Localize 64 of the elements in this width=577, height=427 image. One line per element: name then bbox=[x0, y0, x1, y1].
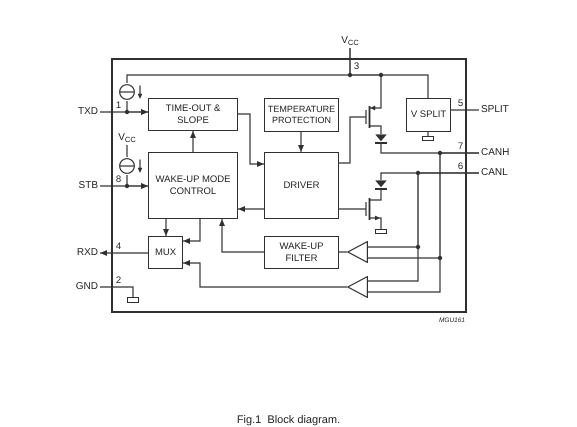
signal-arrow bbox=[126, 175, 148, 189]
wire bbox=[339, 208, 363, 210]
block-text: MUX bbox=[154, 246, 176, 258]
block-text: TEMPERATURE PROTECTION bbox=[266, 104, 336, 126]
comparator-symbol bbox=[347, 276, 368, 298]
function-block bbox=[264, 152, 339, 219]
block-text: TIME-OUT & SLOPE bbox=[164, 103, 222, 126]
pin-number: 1 bbox=[115, 101, 122, 111]
signal-arrow bbox=[183, 260, 347, 288]
ground-symbol bbox=[375, 229, 387, 234]
comparator-symbol bbox=[347, 241, 368, 263]
function-block bbox=[148, 236, 183, 269]
chip-outline bbox=[111, 58, 467, 313]
function-block bbox=[148, 98, 238, 131]
signal-arrow bbox=[238, 206, 264, 212]
figure-caption: Fig.1 Block diagram. bbox=[236, 414, 340, 426]
signal-arrow bbox=[190, 131, 196, 152]
wire bbox=[349, 48, 429, 98]
function-block bbox=[406, 98, 451, 132]
pin-name: CANL bbox=[479, 167, 512, 179]
current-source-symbol bbox=[119, 157, 143, 175]
wire bbox=[126, 145, 128, 157]
pin-number: 5 bbox=[457, 99, 464, 109]
pin-name: RXD bbox=[74, 247, 100, 259]
transistor-symbol bbox=[363, 196, 382, 222]
block-text: V SPLIT bbox=[410, 109, 446, 121]
pin-name: STB bbox=[74, 180, 100, 192]
pin-name: TXD bbox=[74, 106, 100, 118]
pin-number: 6 bbox=[457, 162, 464, 172]
wire bbox=[339, 116, 363, 164]
block-text: DRIVER bbox=[284, 180, 320, 192]
pin-name: GND bbox=[74, 281, 100, 293]
wire bbox=[451, 109, 479, 111]
function-block bbox=[264, 98, 339, 132]
current-source-symbol bbox=[119, 83, 143, 101]
block-text: WAKE-UP FILTER bbox=[278, 241, 324, 264]
block-text: WAKE-UP MODE CONTROL bbox=[154, 174, 232, 197]
signal-arrow bbox=[298, 132, 304, 152]
pin-number: 2 bbox=[115, 276, 122, 286]
diode-symbol bbox=[375, 180, 387, 190]
signal-arrow bbox=[100, 250, 148, 256]
signal-arrow bbox=[163, 219, 169, 236]
transistor-symbol bbox=[363, 104, 382, 130]
supply-label: V$_{CC}$ bbox=[338, 33, 362, 48]
ground-symbol bbox=[127, 297, 139, 303]
pin-number: 8 bbox=[115, 175, 122, 185]
wire bbox=[380, 222, 382, 229]
function-block bbox=[264, 236, 339, 269]
pin-name: SPLIT bbox=[479, 104, 512, 116]
supply-label: V$_{CC}$ bbox=[115, 130, 139, 145]
function-block bbox=[148, 152, 238, 219]
diode-symbol bbox=[375, 134, 387, 144]
ground-symbol bbox=[422, 136, 434, 141]
wire bbox=[368, 172, 479, 282]
pin-number: 7 bbox=[457, 142, 464, 152]
signal-arrow bbox=[238, 113, 264, 167]
pin-name: CANH bbox=[479, 147, 512, 159]
signal-arrow bbox=[219, 219, 264, 253]
wire bbox=[368, 152, 479, 293]
pin-number: 4 bbox=[115, 242, 122, 252]
wire bbox=[100, 286, 134, 297]
signal-arrow bbox=[183, 219, 201, 244]
pin-number: 3 bbox=[353, 62, 360, 72]
signal-arrow bbox=[126, 101, 148, 115]
